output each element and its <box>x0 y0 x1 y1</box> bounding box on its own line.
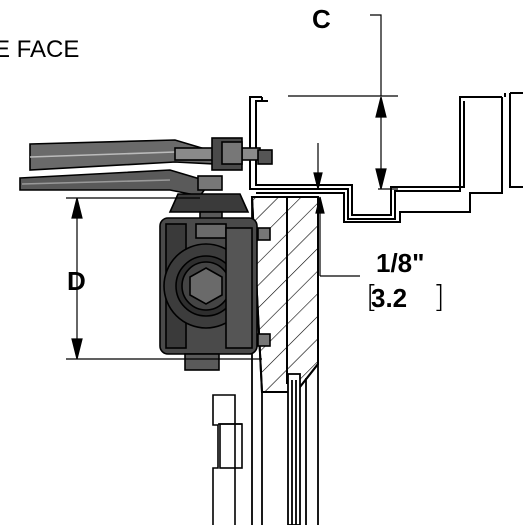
gap-metric-label: 3.2 <box>371 283 408 313</box>
dimension-d <box>66 197 262 360</box>
metric-bracket-right: ] <box>433 280 445 315</box>
clamp-block <box>159 217 271 371</box>
header-channel-profile <box>249 92 523 223</box>
metric-bracket-left: [ <box>366 280 378 315</box>
door-panel-section <box>250 196 319 393</box>
gap-imperial-label: 1/8" <box>376 248 425 278</box>
face-label: E FACE <box>0 36 80 63</box>
track-rail <box>174 137 273 171</box>
pivot-bracket <box>212 394 243 525</box>
dimension-d-label: D <box>67 266 86 296</box>
dimension-c <box>288 14 398 190</box>
dimension-c-label: C <box>312 4 331 34</box>
dimension-gap <box>313 143 360 277</box>
